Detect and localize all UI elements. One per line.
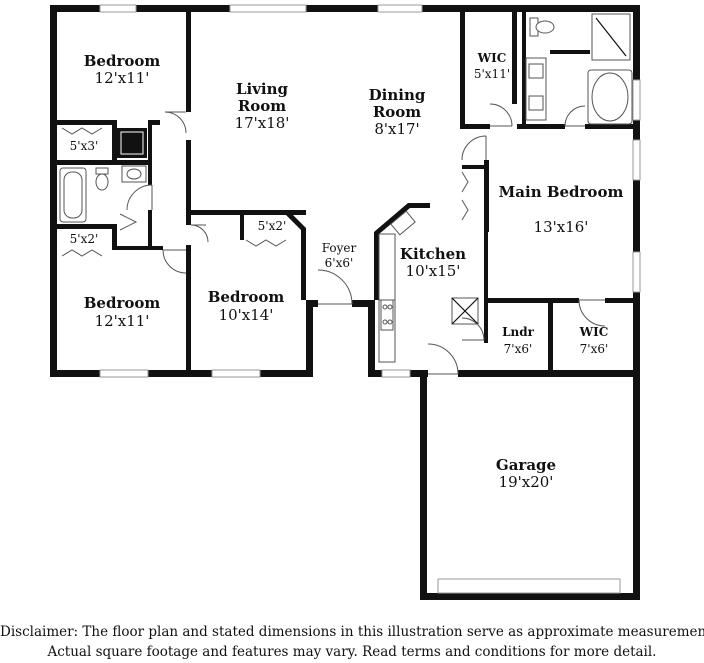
room-name: WIC bbox=[477, 51, 507, 65]
closet-dimension: 5'x3' bbox=[70, 139, 99, 153]
range-icon bbox=[380, 299, 394, 331]
room-name: Room bbox=[373, 103, 421, 121]
room-dimension: 10'x15' bbox=[406, 262, 461, 280]
room-name: Kitchen bbox=[400, 245, 466, 263]
floor-plan: Bedroom 12'x11' 5'x3' 5'x2' Bedroom 12'x… bbox=[50, 4, 641, 600]
closet-dimension: 5'x2' bbox=[70, 232, 99, 246]
room-name: Garage bbox=[496, 456, 556, 474]
disclaimer-line: Disclaimer: The floor plan and stated di… bbox=[0, 624, 704, 640]
room-name: WIC bbox=[579, 325, 609, 339]
room-dimension: 8'x17' bbox=[374, 120, 419, 138]
sink-icon bbox=[390, 210, 416, 236]
toilet-icon bbox=[95, 167, 109, 191]
room-name: Living bbox=[236, 80, 289, 98]
room-dimension: 19'x20' bbox=[499, 473, 554, 491]
room-dimension: 6'x6' bbox=[325, 256, 354, 270]
room-name: Dining bbox=[369, 86, 426, 104]
windows bbox=[99, 4, 641, 594]
room-dimension: 10'x14' bbox=[219, 306, 274, 324]
closet-dimension: 5'x2' bbox=[258, 219, 287, 233]
room-name: Room bbox=[238, 97, 286, 115]
kitchen-counter bbox=[378, 233, 396, 301]
room-name: Main Bedroom bbox=[499, 183, 624, 201]
room-dimension: 13'x16' bbox=[534, 218, 589, 236]
room-dimension: 12'x11' bbox=[95, 69, 150, 87]
fixtures bbox=[59, 13, 633, 363]
room-dimension: 5'x11' bbox=[474, 67, 510, 81]
room-name: Foyer bbox=[322, 241, 357, 255]
doors bbox=[61, 103, 606, 375]
disclaimer: Disclaimer: The floor plan and stated di… bbox=[0, 622, 704, 662]
room-name: Bedroom bbox=[208, 288, 285, 306]
room-name: Lndr bbox=[502, 325, 535, 339]
room-name: Bedroom bbox=[84, 52, 161, 70]
room-labels: Bedroom 12'x11' 5'x3' 5'x2' Bedroom 12'x… bbox=[70, 51, 624, 491]
toilet-icon bbox=[529, 17, 555, 37]
disclaimer-line: Actual square footage and features may v… bbox=[47, 644, 657, 660]
room-dimension: 17'x18' bbox=[235, 114, 290, 132]
room-name: Bedroom bbox=[84, 294, 161, 312]
room-dimension: 12'x11' bbox=[95, 312, 150, 330]
room-dimension: 7'x6' bbox=[504, 342, 533, 356]
room-dimension: 7'x6' bbox=[580, 342, 609, 356]
interior-walls bbox=[57, 12, 633, 370]
